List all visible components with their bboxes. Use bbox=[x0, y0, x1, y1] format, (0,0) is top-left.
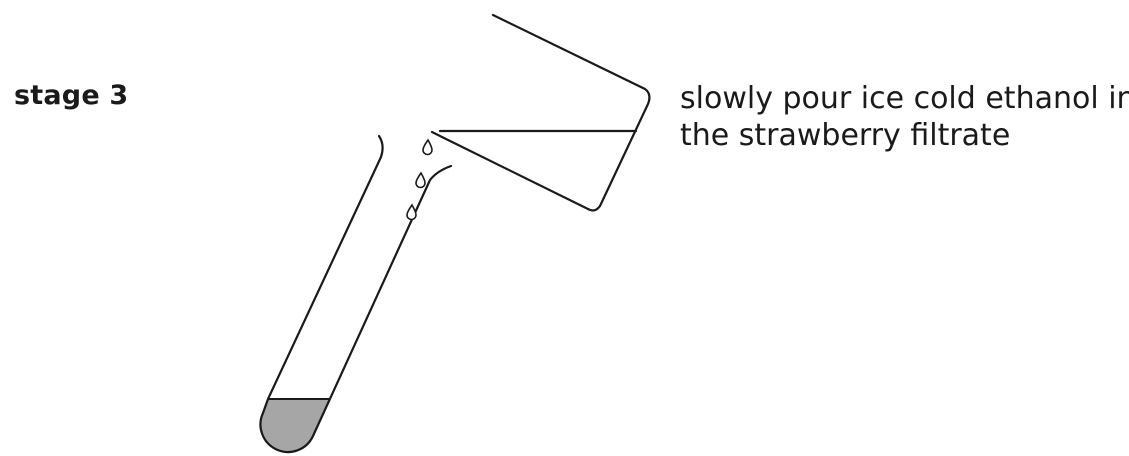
pouring-beaker-icon bbox=[430, 13, 651, 212]
instruction-text: slowly pour ice cold ethanol into the st… bbox=[680, 80, 1129, 154]
test-tube-outline bbox=[259, 134, 453, 454]
filtrate-fill bbox=[260, 399, 329, 453]
beaker-outline bbox=[430, 13, 651, 212]
instruction-line-1: slowly pour ice cold ethanol into bbox=[680, 81, 1129, 116]
test-tube-icon bbox=[259, 134, 453, 454]
droplet-icon bbox=[415, 171, 426, 189]
droplets bbox=[406, 138, 433, 221]
droplet-icon bbox=[422, 138, 433, 156]
droplet-icon bbox=[406, 203, 417, 221]
stage-label: stage 3 bbox=[14, 80, 129, 111]
instruction-line-2: the strawberry filtrate bbox=[680, 118, 1011, 153]
